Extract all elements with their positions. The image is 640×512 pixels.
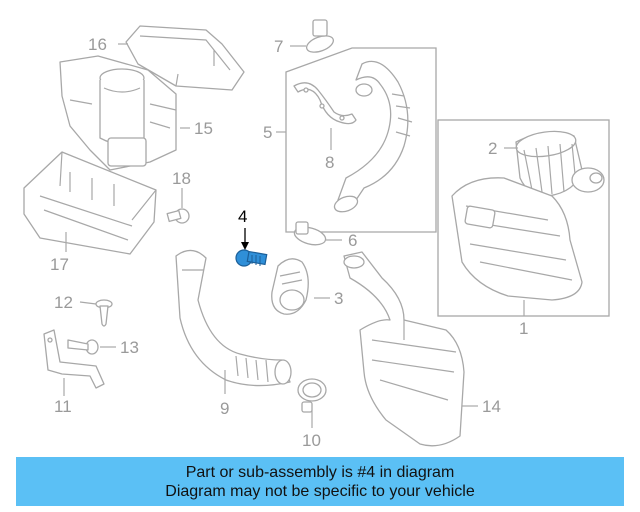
- callout-6: 6: [348, 231, 357, 250]
- callout-18: 18: [172, 169, 191, 188]
- callout-1: 1: [519, 319, 528, 338]
- callout-13: 13: [120, 338, 139, 357]
- callout-3: 3: [334, 289, 343, 308]
- part-4-bolt-highlighted[interactable]: [235, 249, 268, 267]
- part-6-clamp: [293, 221, 327, 246]
- callout-12: 12: [54, 293, 73, 312]
- part-13-bolt: [67, 339, 99, 355]
- part-11-bracket: [43, 329, 105, 389]
- callout-4: 4: [238, 207, 247, 226]
- callout-14: 14: [482, 397, 501, 416]
- banner-line-1: Part or sub-assembly is #4 in diagram: [185, 463, 455, 481]
- part-9-long-duct: [175, 249, 292, 387]
- part-3-elbow: [271, 258, 309, 315]
- part-15-housing: [59, 55, 177, 171]
- callout-2: 2: [488, 139, 497, 158]
- callout-17: 17: [50, 255, 69, 274]
- parts-diagram: 16 15 17 7 5 8 6 18 4 3 9 10 12 13 11 14…: [23, 19, 610, 450]
- part-18-bolt: [166, 208, 190, 224]
- part-2-filter-element: [515, 130, 605, 197]
- part-16-upper-cover: [125, 25, 245, 91]
- part-7-clamp: [305, 19, 335, 53]
- leader-arrow-4: [241, 228, 249, 250]
- part-5-intake-hose: [333, 60, 413, 213]
- callout-16: 16: [88, 35, 107, 54]
- part-14-resonator: [343, 251, 465, 447]
- callout-7: 7: [274, 37, 283, 56]
- callout-8: 8: [325, 153, 334, 172]
- part-10-clamp: [297, 378, 327, 413]
- callout-5: 5: [263, 123, 272, 142]
- part-1-air-cleaner: [451, 177, 583, 301]
- callout-15: 15: [194, 119, 213, 138]
- callout-11: 11: [54, 397, 72, 416]
- callout-9: 9: [220, 399, 229, 418]
- hose-group-box: [285, 47, 437, 233]
- leader-lines: [63, 43, 525, 428]
- part-12-screw: [95, 299, 113, 327]
- banner-line-2: Diagram may not be specific to your vehi…: [165, 482, 475, 500]
- part-17-lower-duct: [23, 151, 157, 255]
- info-banner: Part or sub-assembly is #4 in diagram Di…: [16, 457, 624, 506]
- part-8-strap: [293, 82, 357, 125]
- callout-10: 10: [302, 431, 321, 450]
